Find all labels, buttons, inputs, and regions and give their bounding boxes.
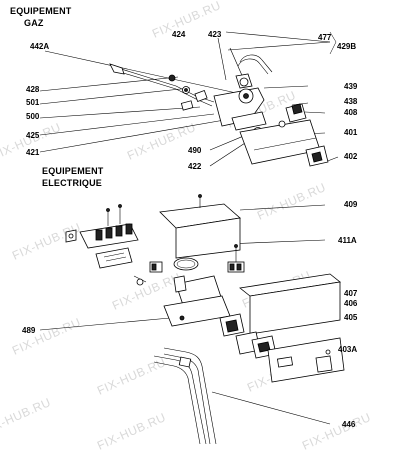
part-callout-446: 446	[342, 420, 356, 429]
part-callout-438: 438	[344, 97, 358, 106]
electric-assembly	[65, 194, 345, 445]
part-callout-405: 405	[344, 313, 358, 322]
part-callout-490: 490	[188, 146, 202, 155]
part-callout-429b: 429B	[337, 42, 357, 51]
part-callout-402: 402	[344, 152, 358, 161]
part-callout-500: 500	[26, 112, 40, 121]
part-callout-401: 401	[344, 128, 358, 137]
part-callout-489: 489	[22, 326, 36, 335]
part-callout-411a: 411A	[338, 236, 357, 245]
gas-section-heading: EQUIPEMENT	[10, 6, 72, 16]
part-callout-422: 422	[188, 162, 202, 171]
part-callout-428: 428	[26, 85, 40, 94]
gas-section-heading-sub: GAZ	[24, 18, 44, 28]
part-callout-408: 408	[344, 108, 358, 117]
electric-section-heading: EQUIPEMENT	[42, 166, 104, 176]
part-callout-421: 421	[26, 148, 40, 157]
part-callout-477: 477	[318, 33, 332, 42]
part-callout-424: 424	[172, 30, 186, 39]
part-callout-407: 407	[344, 289, 358, 298]
part-callout-439: 439	[344, 82, 358, 91]
part-callout-501: 501	[26, 98, 40, 107]
part-callout-406: 406	[344, 299, 358, 308]
part-callout-425: 425	[26, 131, 40, 140]
part-callout-409: 409	[344, 200, 358, 209]
part-callout-442a: 442A	[30, 42, 50, 51]
gas-pipe-assembly	[109, 54, 329, 167]
electric-section-heading-sub: ELECTRIQUE	[42, 178, 103, 188]
part-callout-423: 423	[208, 30, 222, 39]
part-callout-403a: 403A	[338, 345, 358, 354]
